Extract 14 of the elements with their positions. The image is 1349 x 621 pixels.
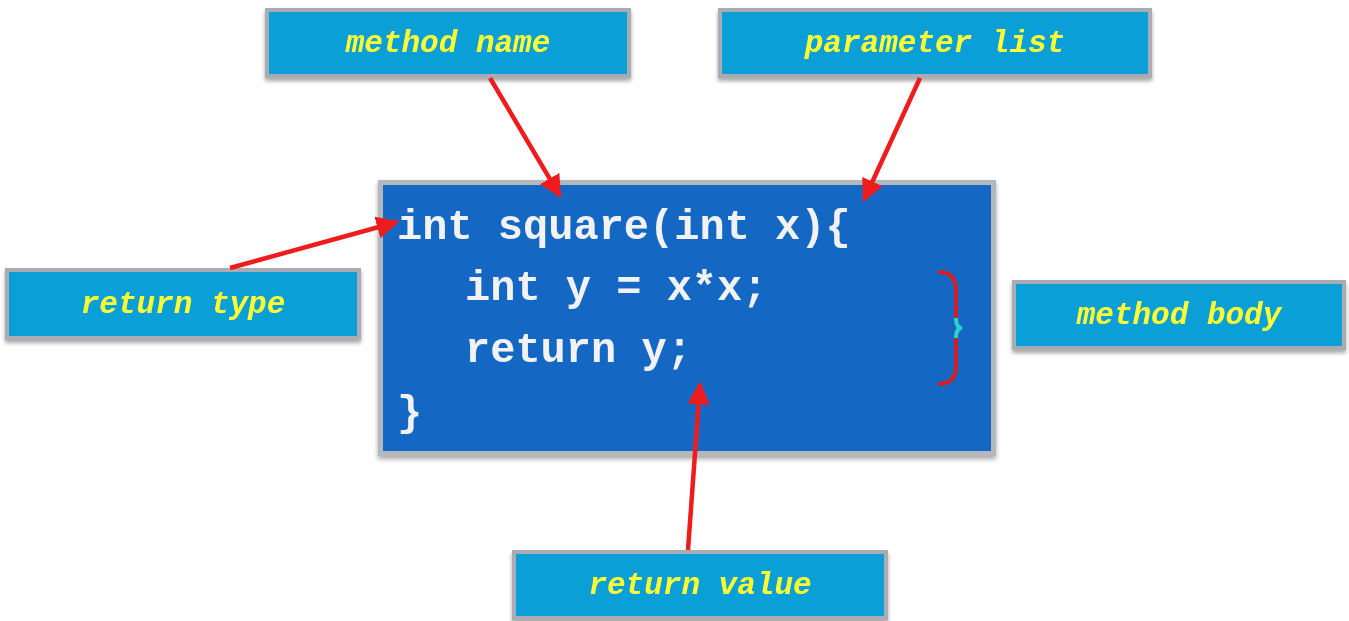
callout-label: return type <box>5 268 361 340</box>
callout-label: method name <box>265 8 631 78</box>
leader-arrow <box>229 216 400 271</box>
leader-arrow <box>488 76 562 198</box>
code-line: } <box>397 393 423 435</box>
code-line: int square(int x){ <box>397 207 851 249</box>
callout-label: method body <box>1012 280 1346 350</box>
code-line: int y = x*x; <box>465 268 768 310</box>
leader-arrow <box>685 381 710 551</box>
code-line: return y; <box>465 330 692 372</box>
callout-label: parameter list <box>718 8 1152 78</box>
code-panel <box>378 180 996 456</box>
leader-arrow <box>861 77 923 203</box>
callout-label: return value <box>512 550 888 620</box>
